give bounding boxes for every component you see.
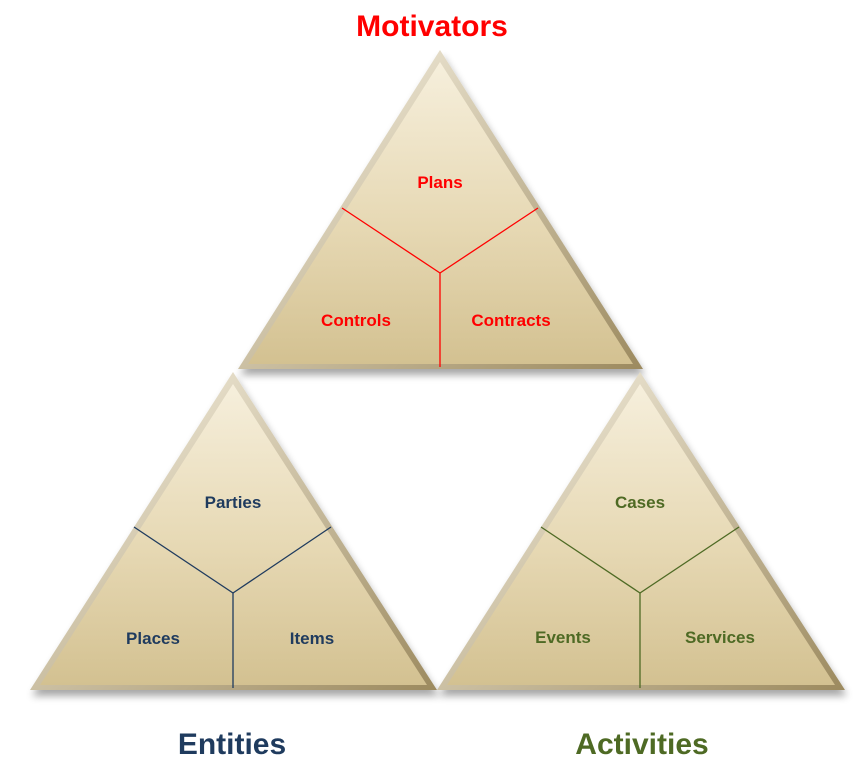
section-parties: Parties [205, 493, 262, 512]
motivators-divider-right [439, 207, 539, 274]
activities-divider-right [639, 526, 740, 594]
section-cases: Cases [615, 493, 665, 512]
section-plans: Plans [417, 173, 462, 192]
section-events: Events [535, 628, 591, 647]
activities-triangle: Cases Events Services [437, 372, 845, 690]
section-contracts: Contracts [471, 311, 550, 330]
entities-divider-right [232, 526, 332, 594]
motivators-title: Motivators [356, 10, 508, 43]
activities-divider-left [540, 526, 641, 594]
section-controls: Controls [321, 311, 391, 330]
motivators-triangle: Plans Controls Contracts [238, 50, 643, 369]
entities-divider-left [133, 526, 234, 594]
section-places: Places [126, 629, 180, 648]
entities-title: Entities [177, 728, 287, 761]
section-items: Items [290, 629, 334, 648]
activities-title: Activities [575, 728, 709, 761]
motivators-divider-left [341, 207, 441, 274]
section-services: Services [685, 628, 755, 647]
entities-triangle: Parties Places Items [30, 372, 437, 690]
